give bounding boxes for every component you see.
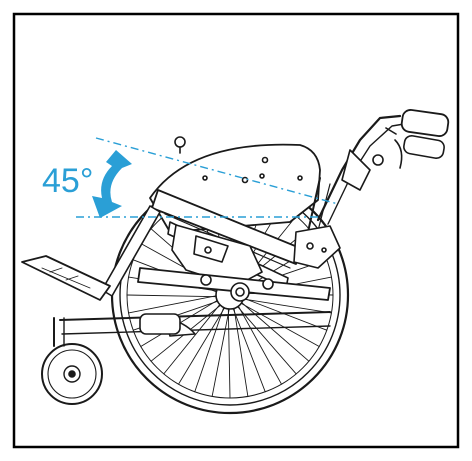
wheel-spoke: [240, 302, 320, 347]
wheelchair-illustration: [21, 109, 450, 415]
wheel-spoke: [232, 308, 266, 393]
wheel-spoke: [178, 307, 225, 385]
footrest-hanger: [101, 205, 161, 297]
wheel-spoke: [194, 307, 225, 393]
tilted-reference-line: [95, 137, 339, 205]
wheel-spoke: [237, 306, 297, 375]
wheel-spoke: [227, 308, 231, 399]
angle-label: 45°: [42, 162, 93, 200]
seat-frame: [151, 189, 301, 265]
tilt-angle-indicator: 45°: [42, 137, 339, 218]
wheel-spoke: [126, 294, 217, 298]
wheel-spoke: [211, 308, 230, 397]
headrest-knob: [174, 136, 186, 154]
wheel-spoke: [233, 307, 249, 397]
front-caster: [41, 343, 103, 405]
wheel-spoke: [242, 298, 332, 314]
curved-double-arrow: [92, 150, 132, 218]
push-handle: [316, 109, 450, 225]
wheel-spoke: [128, 295, 217, 314]
wheel-spoke: [237, 305, 282, 385]
wheel-spoke: [241, 302, 310, 362]
